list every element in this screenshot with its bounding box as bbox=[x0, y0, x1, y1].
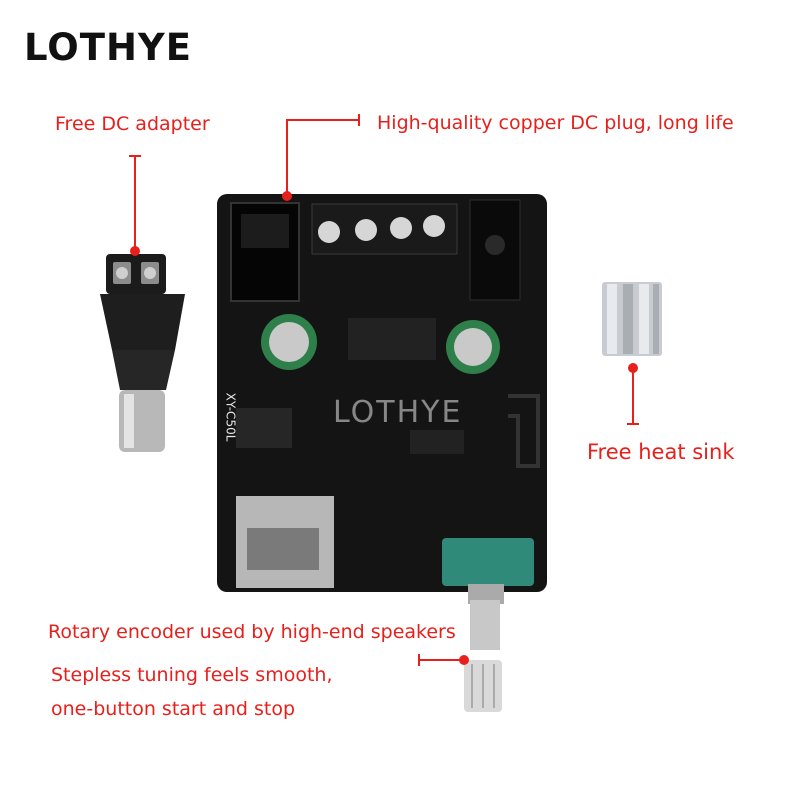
callout-tuning-line2: one-button start and stop bbox=[51, 698, 296, 720]
callout-encoder-dot bbox=[459, 655, 469, 665]
callout-dc-adapter: Free DC adapter bbox=[55, 113, 210, 135]
board-model-label: XY-C50L bbox=[223, 392, 238, 442]
pcb-board-image bbox=[217, 194, 547, 712]
callout-dc-plug-vline bbox=[286, 119, 288, 195]
callout-tuning-line1: Stepless tuning feels smooth, bbox=[51, 664, 333, 686]
board-watermark: LOTHYE bbox=[333, 395, 463, 430]
brand-logo: LOTHYE bbox=[24, 26, 192, 69]
callout-heat-sink-line bbox=[632, 368, 634, 424]
callout-dc-plug-dot bbox=[282, 191, 292, 201]
dc-adapter-image bbox=[100, 254, 185, 452]
heat-sink-image bbox=[602, 282, 662, 356]
callout-dc-adapter-line bbox=[134, 155, 136, 250]
callout-heat-sink-cap bbox=[627, 423, 639, 425]
callout-dc-plug-hline bbox=[286, 119, 360, 121]
callout-encoder-line bbox=[418, 659, 462, 661]
callout-heat-sink: Free heat sink bbox=[587, 440, 735, 464]
callout-dc-adapter-dot bbox=[130, 246, 140, 256]
callout-dc-plug: High-quality copper DC plug, long life bbox=[377, 112, 734, 134]
callout-encoder: Rotary encoder used by high-end speakers bbox=[48, 621, 456, 643]
